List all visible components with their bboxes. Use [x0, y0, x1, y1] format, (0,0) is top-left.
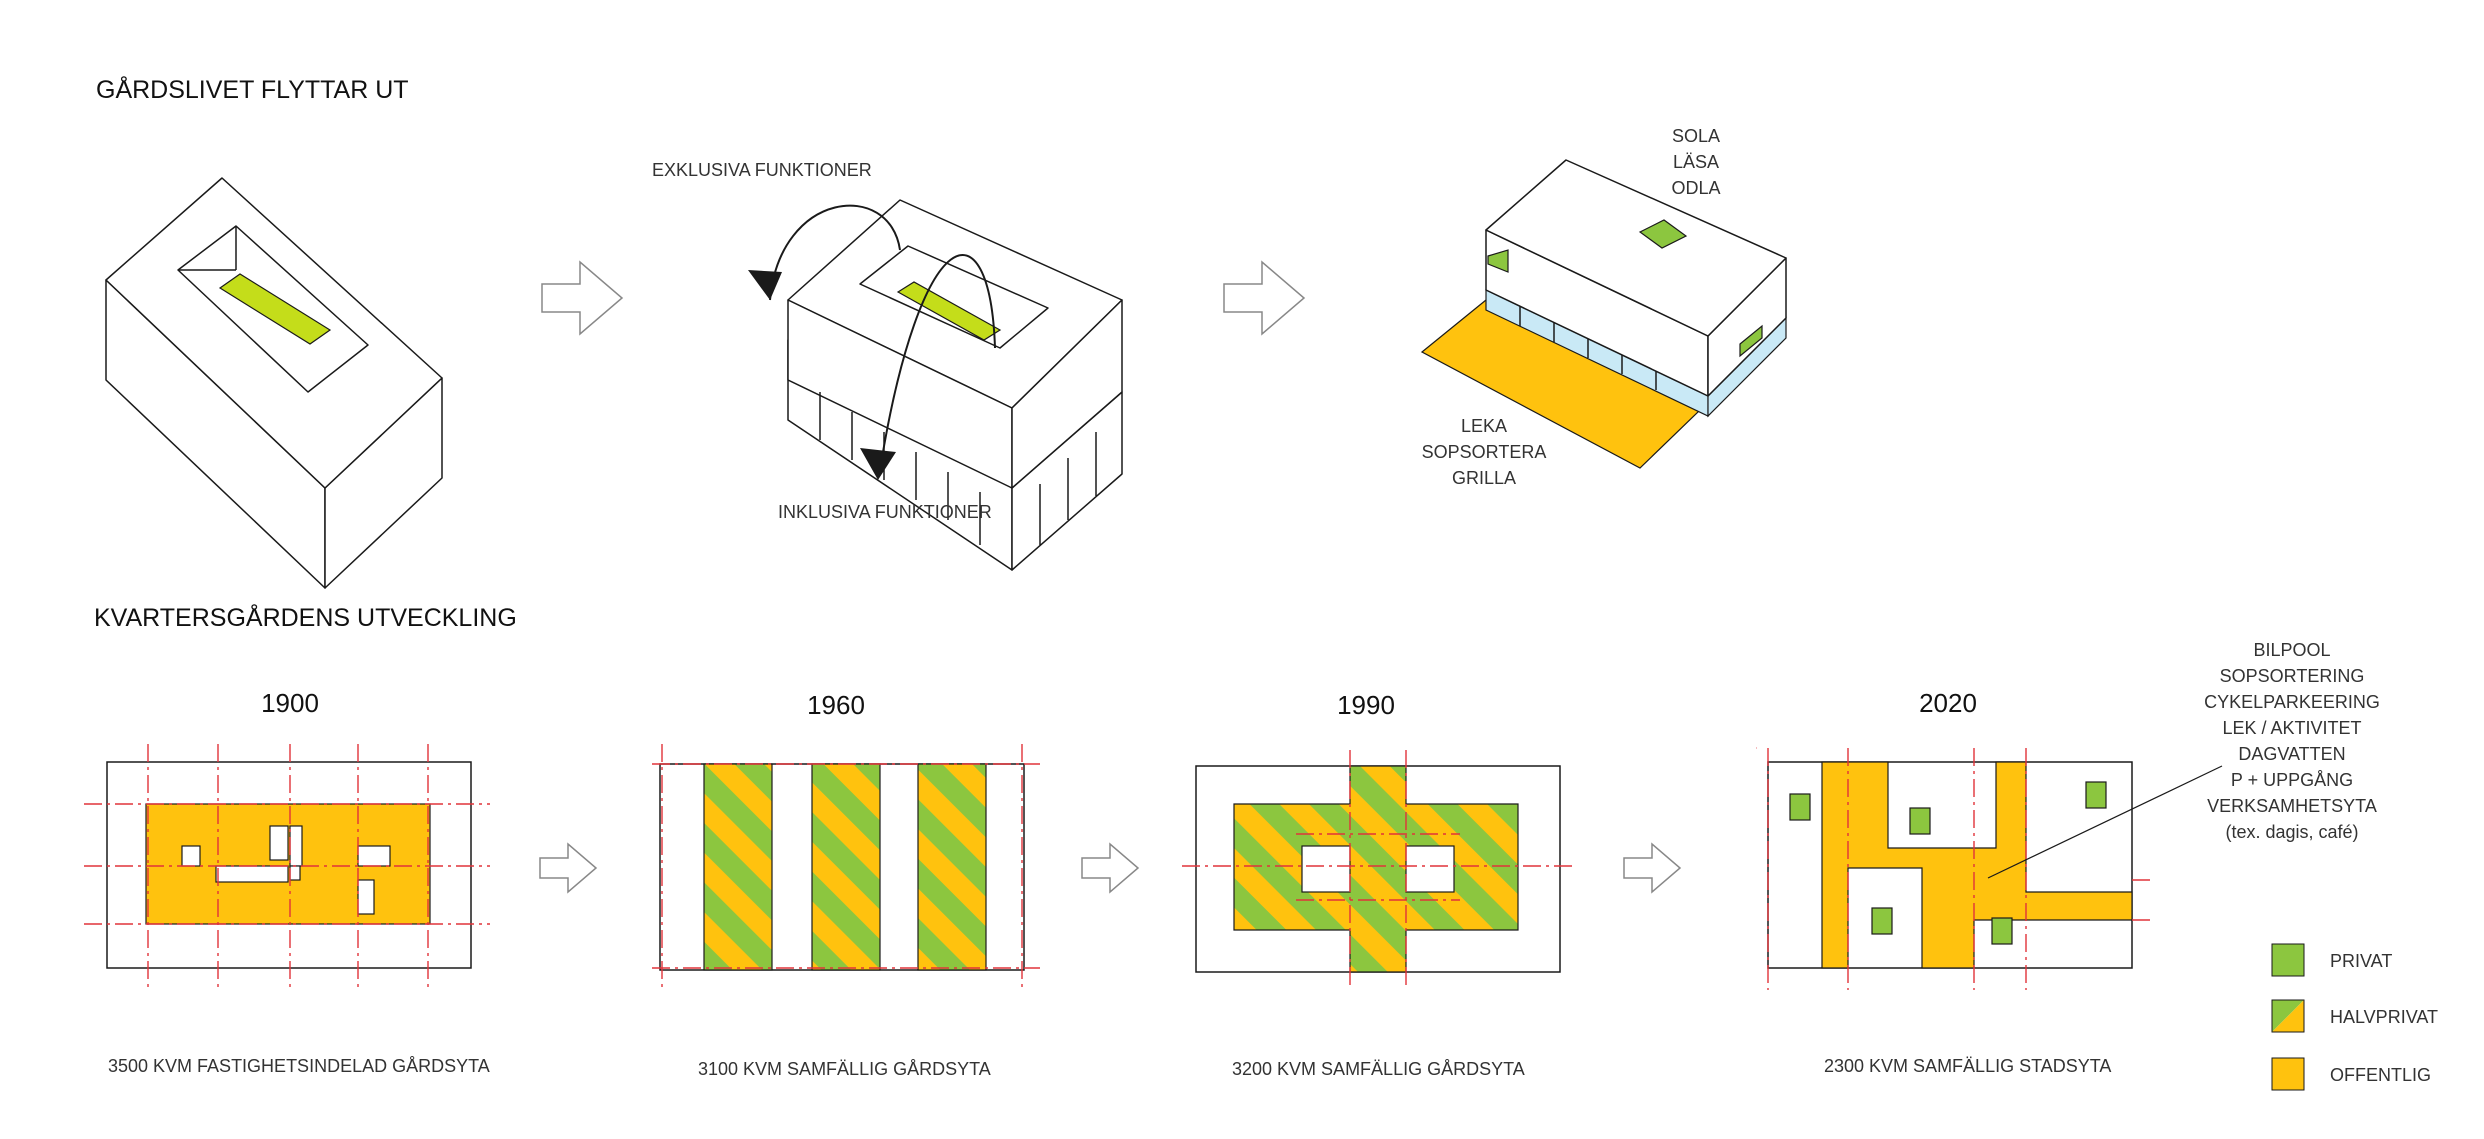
courtyard-opening-2	[859, 245, 1049, 349]
function-item: SOPSORTERING	[2220, 666, 2365, 686]
block-closed-courtyard	[105, 177, 443, 589]
arrow-right-icon	[541, 260, 624, 336]
roof-activity: SOLA	[1672, 126, 1720, 146]
roof-activity: ODLA	[1671, 178, 1720, 198]
private-plot	[2085, 781, 2107, 809]
inclusive-arrow	[879, 253, 996, 471]
plan-2020	[1767, 748, 2223, 990]
period-year: 1900	[261, 688, 319, 718]
function-item: VERKSAMHETSYTA	[2207, 796, 2377, 816]
legend-label: PRIVAT	[2330, 951, 2392, 971]
arrow-right-icon	[1223, 260, 1306, 336]
period-year: 1990	[1337, 690, 1395, 720]
plan-1900	[84, 744, 490, 990]
legend-swatch-privat	[2271, 943, 2305, 977]
function-item: P + UPPGÅNG	[2231, 770, 2353, 790]
inclusive-arrowhead-icon	[860, 448, 896, 480]
block-open-building	[1420, 159, 1787, 469]
courtyard-green-strip-2	[896, 281, 1002, 341]
arrow-right-icon	[539, 842, 598, 894]
private-plot	[1909, 807, 1931, 835]
arrow-right-icon	[1623, 842, 1682, 894]
private-plot	[1871, 907, 1893, 935]
legend-swatch-offentlig	[2271, 1057, 2305, 1091]
section1-title: GÅRDSLIVET FLYTTAR UT	[96, 74, 409, 104]
legend-label: OFFENTLIG	[2330, 1065, 2431, 1085]
section2-title: KVARTERSGÅRDENS UTVECKLING	[94, 602, 517, 632]
ground-activity: GRILLA	[1452, 468, 1516, 488]
courtyard-green-strip	[218, 273, 332, 345]
plan-1960	[652, 744, 1040, 992]
period-caption: 3500 KVM FASTIGHETSINDELAD GÅRDSYTA	[108, 1056, 490, 1076]
ground-activity: SOPSORTERA	[1422, 442, 1547, 462]
leader-line	[1987, 765, 2223, 879]
period-year: 1960	[807, 690, 865, 720]
halvprivat-cross	[1233, 765, 1519, 973]
functions-2020-list: BILPOOL SOPSORTERING CYKELPARKEERING LEK…	[2204, 640, 2380, 842]
legend-swatch-halvprivat	[2271, 999, 2305, 1033]
period-caption: 3100 KVM SAMFÄLLIG GÅRDSYTA	[698, 1059, 991, 1079]
halvprivat-strip	[703, 763, 773, 971]
function-item: LEK / AKTIVITET	[2222, 718, 2361, 738]
period-year: 2020	[1919, 688, 1977, 718]
halvprivat-strip	[917, 763, 987, 971]
legend-label: HALVPRIVAT	[2330, 1007, 2438, 1027]
arrow-right-icon	[1081, 842, 1140, 894]
period-caption: 3200 KVM SAMFÄLLIG GÅRDSYTA	[1232, 1059, 1525, 1079]
exklusiva-label: EXKLUSIVA FUNKTIONER	[652, 160, 872, 180]
halvprivat-strip	[811, 763, 881, 971]
roof-activity: LÄSA	[1673, 152, 1719, 172]
function-item: DAGVATTEN	[2238, 744, 2345, 764]
exclusive-arrow	[769, 204, 901, 301]
exclusive-arrowhead-icon	[748, 270, 782, 300]
function-item: CYKELPARKEERING	[2204, 692, 2380, 712]
legend: PRIVAT HALVPRIVAT OFFENTLIG	[2271, 943, 2438, 1091]
function-item: BILPOOL	[2253, 640, 2330, 660]
private-plot	[1991, 917, 2013, 945]
plan-1990	[1182, 750, 1576, 990]
private-plot	[1789, 793, 1811, 821]
period-caption: 2300 KVM SAMFÄLLIG STADSYTA	[1824, 1056, 2111, 1076]
green-window-right	[1739, 324, 1763, 358]
inklusiva-label: INKLUSIVA FUNKTIONER	[778, 502, 992, 522]
roof-terrace-green	[1638, 219, 1688, 249]
ground-activity: LEKA	[1461, 416, 1507, 436]
function-item: (tex. dagis, café)	[2225, 822, 2358, 842]
block-opened-courtyard	[748, 199, 1123, 571]
green-window-left	[1487, 249, 1509, 273]
